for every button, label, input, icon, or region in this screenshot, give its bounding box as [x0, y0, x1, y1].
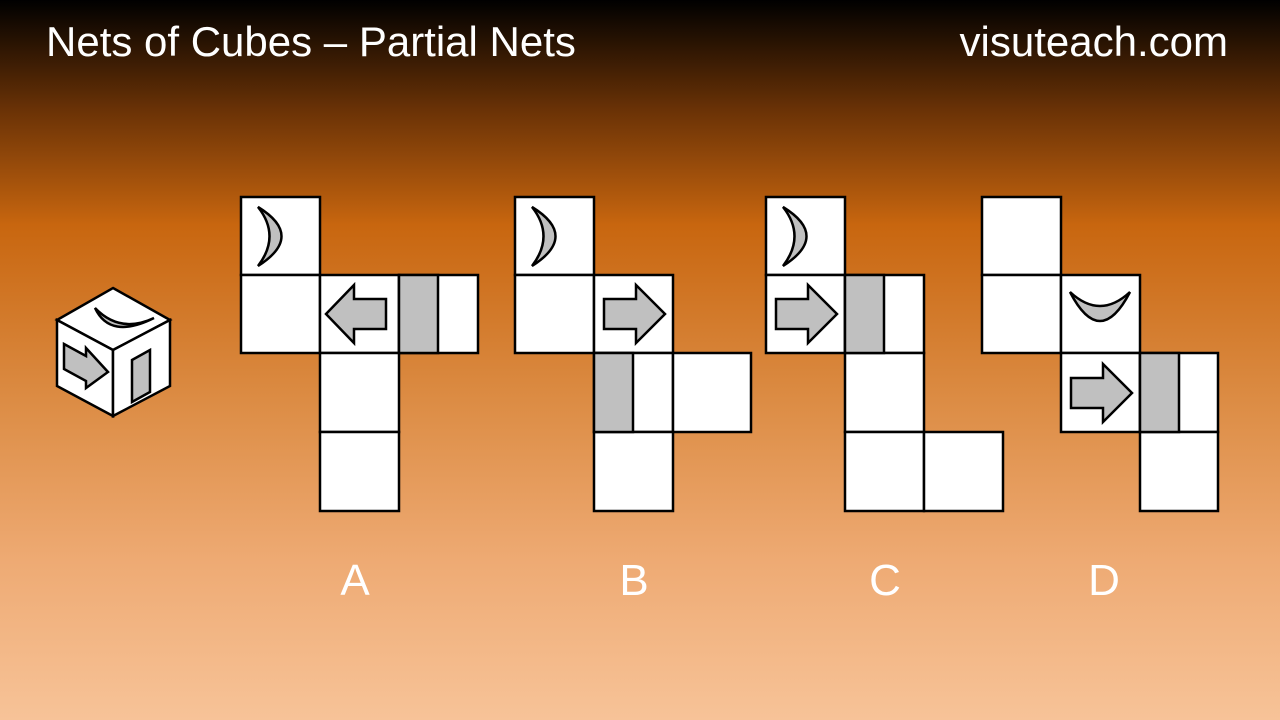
- option-c-label[interactable]: C: [869, 556, 901, 605]
- arrow-left-icon: [324, 281, 388, 347]
- net-a-face: [318, 430, 401, 513]
- arrow-right-icon: [774, 281, 839, 347]
- site-name: visuteach.com: [959, 18, 1228, 65]
- cube-arrow-icon: [62, 341, 110, 391]
- net-d-face: [1138, 430, 1220, 513]
- cube-stripe-icon: [130, 347, 152, 405]
- moon-icon: [531, 205, 557, 268]
- net-d[interactable]: [980, 195, 1220, 513]
- net-a[interactable]: [239, 195, 480, 513]
- net-a-face: [239, 273, 322, 355]
- net-d-face: [980, 195, 1063, 277]
- option-d-label[interactable]: D: [1088, 556, 1120, 605]
- stripe-icon: [1138, 351, 1181, 434]
- net-c-face: [922, 430, 1005, 513]
- net-c-face: [843, 430, 926, 513]
- net-b-face: [513, 273, 596, 355]
- option-a-label[interactable]: A: [340, 556, 370, 605]
- moon-icon: [782, 205, 808, 268]
- net-b[interactable]: [513, 195, 753, 513]
- page-title: Nets of Cubes – Partial Nets: [46, 18, 576, 65]
- arrow-right-icon: [602, 281, 667, 347]
- net-c[interactable]: [764, 195, 1005, 513]
- net-c-face: [843, 351, 926, 434]
- stripe-icon: [397, 273, 440, 355]
- stripe-icon: [843, 273, 886, 355]
- arrow-right-icon: [1069, 360, 1134, 426]
- moon-icon: [257, 205, 283, 268]
- net-b-face: [671, 351, 753, 434]
- stripe-icon: [592, 351, 635, 434]
- moon-icon: [1068, 291, 1132, 323]
- net-d-face: [980, 273, 1063, 355]
- net-a-face: [318, 351, 401, 434]
- reference-cube: [54, 286, 173, 419]
- option-b-label[interactable]: B: [619, 556, 649, 605]
- net-b-face: [592, 430, 675, 513]
- cube-moon-icon: [93, 307, 155, 329]
